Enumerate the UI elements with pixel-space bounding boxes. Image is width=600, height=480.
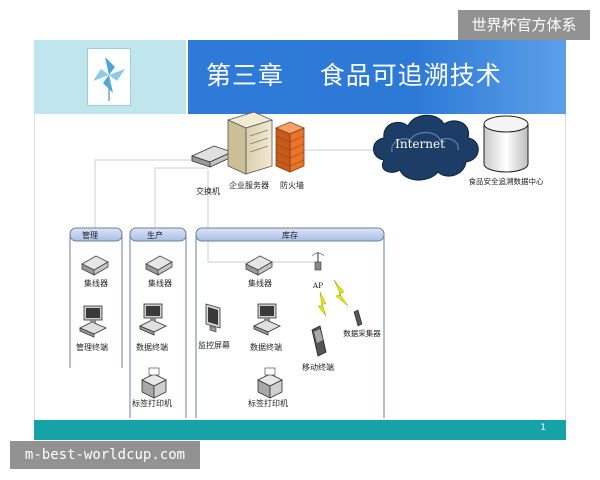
warehouse-printer-icon (257, 367, 283, 399)
warehouse-hub-label: 集线器 (248, 278, 272, 288)
management-hub-icon (81, 255, 109, 276)
server-icon (226, 111, 274, 175)
firewall-label: 防火墙 (280, 180, 304, 190)
group-warehouse-title: 库存 (282, 230, 298, 240)
group-warehouse (195, 227, 385, 418)
warehouse-terminal-icon (253, 303, 281, 336)
production-terminal-icon (139, 303, 167, 336)
warehouse-terminal-label: 数据终端 (250, 342, 282, 352)
production-printer-label: 标签打印机 (132, 398, 172, 408)
access-point-icon (311, 252, 325, 271)
management-terminal-icon (79, 305, 107, 338)
wireless-signal-icon (317, 279, 349, 317)
mobile-terminal-label: 移动终端 (302, 362, 334, 372)
group-production-title: 生产 (147, 230, 163, 240)
watermark-top: 世界杯官方体系 (458, 10, 590, 40)
data-collector-label: 数据采集器 (343, 328, 381, 338)
internet-label: Internet (395, 137, 445, 151)
production-printer-icon (141, 367, 167, 399)
title-bar-divider (186, 40, 188, 114)
internet-cloud-icon (373, 114, 479, 181)
management-hub-label: 集线器 (84, 278, 108, 288)
access-point-label: AP (312, 281, 323, 290)
switch-label: 交换机 (196, 186, 220, 196)
pinwheel-logo-icon (93, 57, 125, 101)
footer-bar: 1 (34, 420, 566, 440)
switch-icon (190, 145, 234, 168)
warehouse-hub-icon (245, 255, 273, 276)
firewall-icon (274, 121, 306, 173)
title-bar-right-panel (188, 40, 566, 114)
server-label: 企业服务器 (229, 180, 269, 190)
database-icon (483, 115, 529, 173)
production-hub-icon (145, 255, 173, 276)
watermark-bottom: m-best-worldcup.com (10, 441, 200, 469)
logo-icon (87, 48, 131, 106)
monitor-screen-label: 监控屏幕 (198, 340, 230, 350)
production-terminal-label: 数据终端 (136, 342, 168, 352)
monitor-screen-icon (205, 303, 221, 333)
group-management-title: 管理 (82, 230, 98, 240)
data-collector-icon (353, 309, 363, 327)
group-management (69, 227, 123, 368)
mobile-terminal-icon (311, 325, 327, 357)
production-hub-label: 集线器 (148, 278, 172, 288)
datacenter-label: 食品安全追溯数据中心 (469, 176, 544, 186)
group-production (129, 227, 187, 418)
slide-title: 第三章 食品可追溯技术 (206, 61, 502, 90)
management-terminal-label: 管理终端 (76, 342, 108, 352)
page-number: 1 (540, 423, 546, 433)
warehouse-printer-label: 标签打印机 (248, 398, 288, 408)
